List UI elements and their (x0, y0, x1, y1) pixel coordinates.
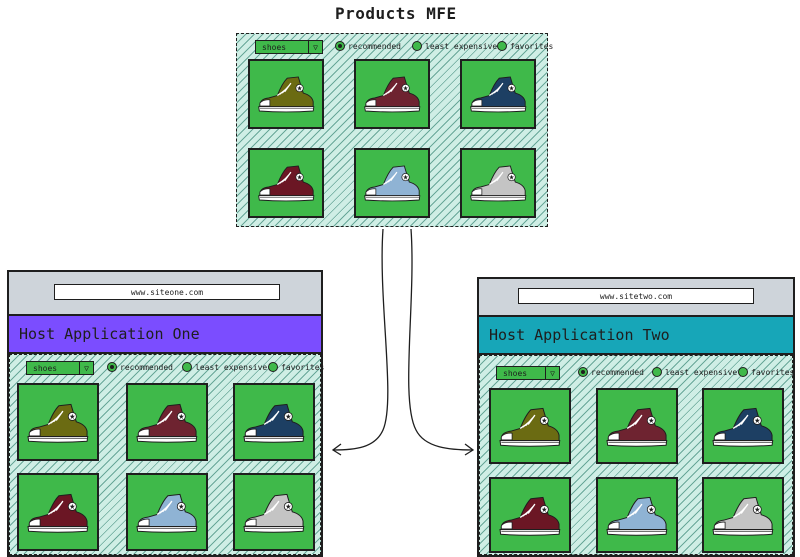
sneaker-icon (470, 76, 527, 113)
sneaker-icon (27, 403, 89, 443)
product-tile[interactable] (489, 477, 571, 553)
radio-label: least expensive (425, 41, 498, 51)
url-text: www.sitetwo.com (599, 291, 673, 301)
products-mfe-panel: shoes ▽ recommended least expensive favo… (236, 33, 553, 227)
sneaker-icon (136, 493, 198, 533)
radio-dot-icon (268, 362, 278, 372)
radio-least-expensive[interactable]: least expensive (412, 41, 497, 51)
sneaker-icon (606, 496, 668, 536)
arrowhead-host-one (331, 443, 342, 456)
sneaker-icon (243, 403, 305, 443)
product-tile[interactable] (126, 383, 208, 461)
product-tile[interactable] (702, 477, 784, 553)
product-tile[interactable] (248, 59, 324, 129)
host-app-title: Host Application Two (489, 326, 670, 344)
radio-dot-icon (738, 367, 748, 377)
radio-dot-icon (652, 367, 662, 377)
product-tile[interactable] (248, 148, 324, 218)
chevron-down-icon[interactable]: ▽ (545, 367, 559, 379)
arrowhead-host-two (464, 443, 475, 456)
product-tile[interactable] (702, 388, 784, 464)
product-tile[interactable] (460, 59, 536, 129)
radio-dot-icon (335, 41, 345, 51)
product-tile[interactable] (126, 473, 208, 551)
sneaker-icon (136, 403, 198, 443)
radio-dot-icon (578, 367, 588, 377)
category-select[interactable]: shoes ▽ (496, 366, 560, 380)
product-tile[interactable] (460, 148, 536, 218)
host-app-one-window: www.siteone.com Host Application One sho… (7, 270, 324, 557)
category-select[interactable]: shoes ▽ (26, 361, 94, 375)
url-text: www.siteone.com (130, 287, 204, 297)
embedded-mfe-panel: shoes ▽ recommended least expensive favo… (479, 355, 794, 555)
radio-dot-icon (412, 41, 422, 51)
host-app-title: Host Application One (19, 325, 200, 343)
category-select-value: shoes (262, 42, 287, 52)
sneaker-icon (712, 407, 774, 447)
sneaker-icon (712, 496, 774, 536)
radio-label: favorites (510, 41, 554, 51)
product-tile[interactable] (354, 148, 430, 218)
sneaker-icon (258, 165, 315, 202)
radio-label: recommended (591, 367, 644, 377)
product-tile[interactable] (596, 477, 678, 553)
category-select-value: shoes (33, 363, 58, 373)
radio-least-expensive[interactable]: least expensive (652, 367, 737, 377)
sneaker-icon (364, 76, 421, 113)
sneaker-icon (27, 493, 89, 533)
chevron-down-icon[interactable]: ▽ (79, 362, 93, 374)
arrow-to-host-two (408, 228, 474, 451)
sneaker-icon (499, 496, 561, 536)
sneaker-icon (243, 493, 305, 533)
radio-label: favorites (751, 367, 795, 377)
sneaker-icon (470, 165, 527, 202)
radio-recommended[interactable]: recommended (335, 41, 401, 51)
product-tile[interactable] (17, 473, 99, 551)
radio-recommended[interactable]: recommended (107, 362, 173, 372)
radio-dot-icon (182, 362, 192, 372)
url-bar[interactable]: www.sitetwo.com (518, 288, 754, 304)
product-tile[interactable] (233, 473, 315, 551)
radio-label: favorites (281, 362, 325, 372)
product-tile[interactable] (17, 383, 99, 461)
sneaker-icon (606, 407, 668, 447)
host-app-one-banner: Host Application One (7, 314, 323, 354)
radio-dot-icon (497, 41, 507, 51)
product-tile[interactable] (233, 383, 315, 461)
arrow-to-host-one (332, 228, 389, 451)
category-select[interactable]: shoes ▽ (255, 40, 323, 54)
embedded-mfe-panel: shoes ▽ recommended least expensive favo… (9, 354, 324, 555)
radio-favorites[interactable]: favorites (497, 41, 553, 51)
url-bar[interactable]: www.siteone.com (54, 284, 280, 300)
sneaker-icon (258, 76, 315, 113)
products-mfe-title: Products MFE (335, 4, 457, 23)
radio-label: recommended (348, 41, 401, 51)
product-tile[interactable] (489, 388, 571, 464)
host-app-two-window: www.sitetwo.com Host Application Two sho… (477, 277, 795, 557)
radio-recommended[interactable]: recommended (578, 367, 644, 377)
product-tile[interactable] (596, 388, 678, 464)
product-tile[interactable] (354, 59, 430, 129)
host-app-two-banner: Host Application Two (477, 315, 795, 355)
category-select-value: shoes (503, 368, 528, 378)
radio-label: least expensive (195, 362, 268, 372)
radio-dot-icon (107, 362, 117, 372)
radio-favorites[interactable]: favorites (268, 362, 324, 372)
radio-label: least expensive (665, 367, 738, 377)
radio-label: recommended (120, 362, 173, 372)
radio-least-expensive[interactable]: least expensive (182, 362, 267, 372)
sneaker-icon (499, 407, 561, 447)
sneaker-icon (364, 165, 421, 202)
radio-favorites[interactable]: favorites (738, 367, 794, 377)
chevron-down-icon[interactable]: ▽ (308, 41, 322, 53)
